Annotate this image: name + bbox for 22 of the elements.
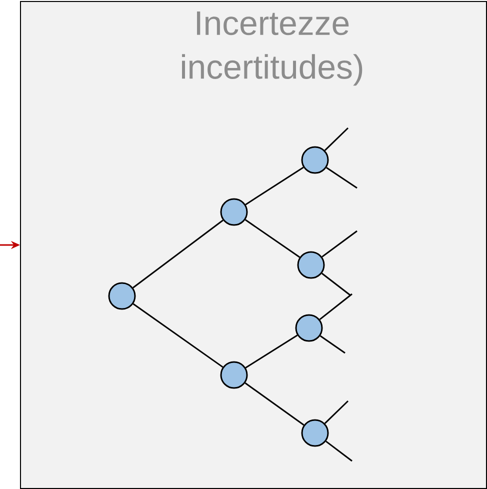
branch-line	[132, 220, 224, 288]
tree-node	[108, 282, 136, 310]
branch-line	[319, 293, 352, 320]
tree-node	[220, 198, 248, 226]
branch-line	[244, 382, 304, 426]
tree-node	[295, 314, 323, 342]
branch-line	[321, 272, 350, 296]
panel-box: Incertezze incertitudes)	[20, 1, 487, 489]
branch-line	[132, 303, 224, 368]
tree-node	[297, 251, 325, 279]
branch-line	[245, 166, 304, 206]
tree-node	[220, 361, 248, 389]
branch-line	[322, 230, 358, 258]
branch-line	[326, 167, 358, 189]
branch-line	[326, 440, 352, 462]
branch-line	[324, 127, 349, 151]
branch-line	[244, 219, 300, 258]
branch-line	[245, 334, 298, 368]
tree-node	[301, 419, 329, 447]
tree-node	[301, 146, 329, 174]
branch-line	[320, 335, 346, 354]
branch-line	[324, 400, 349, 424]
